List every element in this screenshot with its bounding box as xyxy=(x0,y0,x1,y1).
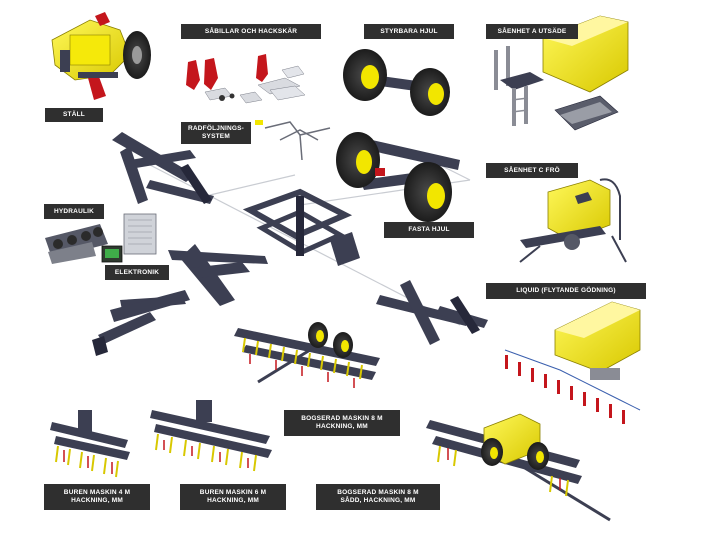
main-frame-illustration xyxy=(92,132,488,356)
label-bogserad-8m-hackning: BOGSERAD MASKIN 8 M HACKNING, MM xyxy=(284,410,400,436)
buren-4m-illustration xyxy=(50,410,130,478)
saenhet-c-illustration xyxy=(519,178,627,263)
fasta-hjul-illustration xyxy=(336,132,460,222)
styrbara-hjul-illustration xyxy=(343,49,450,116)
liquid-illustration xyxy=(504,301,641,424)
bogserad-8m-hackning-illustration xyxy=(234,322,380,388)
label-bogserad-8m-sadd: BOGSERAD MASKIN 8 M SÅDD, HACKNING, MM xyxy=(316,484,440,510)
hydraulik-illustration xyxy=(45,224,108,264)
label-fasta-hjul: FASTA HJUL xyxy=(384,222,474,238)
label-radfoljning: RADFÖLJNINGS- SYSTEM xyxy=(181,122,251,144)
bogserad-8m-sadd-illustration xyxy=(426,413,611,522)
label-hydraulik: HYDRAULIK xyxy=(44,204,104,219)
label-styrbara-hjul: STYRBARA HJUL xyxy=(364,24,454,39)
stall-illustration xyxy=(51,12,151,100)
label-buren-6m: BUREN MASKIN 6 M HACKNING, MM xyxy=(180,484,286,510)
sabillar-illustration xyxy=(186,54,306,104)
label-liquid: LIQUID (FLYTANDE GÖDNING) xyxy=(486,283,646,299)
buren-6m-illustration xyxy=(150,400,272,472)
label-sabillar: SÅBILLAR OCH HACKSKÄR xyxy=(181,24,321,39)
label-buren-4m: BUREN MASKIN 4 M HACKNING, MM xyxy=(44,484,150,510)
label-saenhet-c: SÅENHET C FRÖ xyxy=(486,163,578,178)
label-elektronik: ELEKTRONIK xyxy=(105,265,169,280)
label-stall: STÄLL xyxy=(45,108,103,122)
elektronik-illustration xyxy=(101,213,157,263)
label-saenhet-a: SÅENHET A UTSÄDE xyxy=(486,24,578,39)
radfoljning-illustration xyxy=(255,120,331,161)
